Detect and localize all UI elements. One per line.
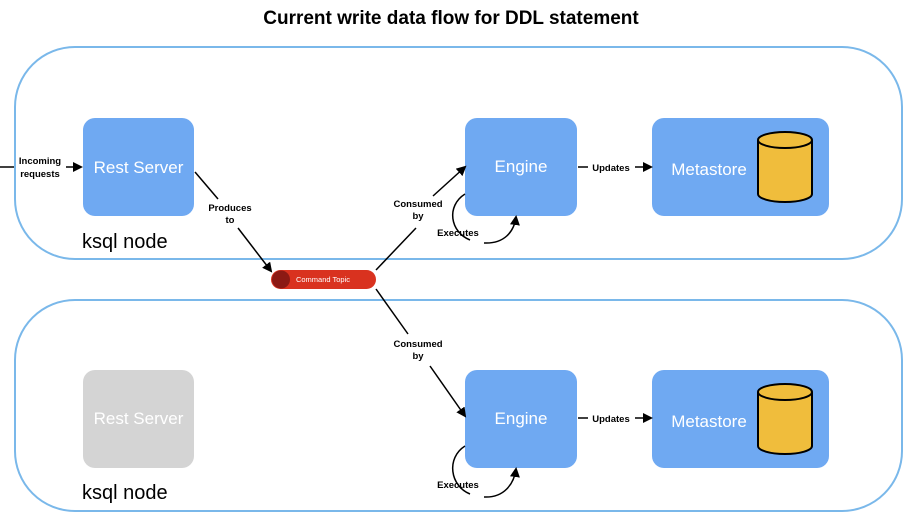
consumed-by-arrow-1: Consumed by [375,165,467,271]
consumed-by-2-line2: by [412,351,424,362]
diagram-title: Current write data flow for DDL statemen… [263,8,639,29]
ksql-node-1-container [14,46,903,260]
executes-2-label: Executes [437,480,479,491]
incoming-requests-arrow: Incoming requests [0,156,83,180]
updates-1-label: Updates [592,163,629,174]
consumed-by-1-line1: Consumed [393,199,442,210]
updates-arrow-1: Updates [578,162,653,174]
rest-server-box-1: Rest Server [83,118,194,216]
produces-label-line2: to [226,215,235,226]
engine-1-label: Engine [495,157,548,176]
engine-box-1: Engine [465,118,577,216]
executes-loop-2: Executes [437,445,520,498]
consumed-by-1-line2: by [412,211,424,222]
consumed-by-arrow-2: Consumed by [375,288,467,418]
consumed-by-2-line1: Consumed [393,339,442,350]
engine-2-label: Engine [495,409,548,428]
metastore-2-label: Metastore [671,412,747,431]
ksql-node-2-label: ksql node [82,482,168,504]
database-cylinder-icon [757,131,813,203]
incoming-label-line1: Incoming [19,156,61,167]
updates-2-label: Updates [592,414,629,425]
produces-label-line1: Produces [208,203,251,214]
metastore-box-1: Metastore [652,118,829,216]
metastore-1-label: Metastore [671,160,747,179]
metastore-box-2: Metastore [652,370,829,468]
incoming-label-line2: requests [20,169,60,180]
command-topic-label: Command Topic [296,275,350,284]
rest-server-1-label: Rest Server [94,158,184,177]
ksql-node-1-label: ksql node [82,231,168,253]
executes-1-label: Executes [437,228,479,239]
engine-box-2: Engine [465,370,577,468]
ksql-node-2-container [14,299,903,512]
rest-server-2-label: Rest Server [94,409,184,428]
executes-loop-1: Executes [437,193,520,244]
rest-server-box-2-inactive: Rest Server [83,370,194,468]
produces-to-arrow: Produces to [194,171,273,273]
updates-arrow-2: Updates [578,413,653,425]
command-topic: Command Topic [271,270,376,289]
database-cylinder-icon [757,383,813,455]
